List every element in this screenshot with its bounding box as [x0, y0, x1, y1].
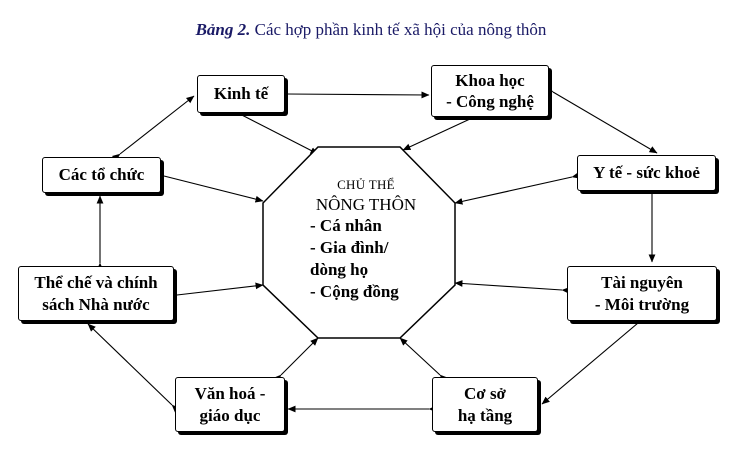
node-label-line: hạ tầng: [457, 405, 513, 425]
node-label-line: sách Nhà nước: [42, 294, 150, 314]
center-label: CHỦ THỂ NÔNG THÔN - Cá nhân - Gia đình/ …: [296, 177, 436, 302]
center-item: - Cộng đồng: [310, 281, 399, 301]
connector-cac-to-chuc-center: [155, 170, 264, 203]
connector-van-hoa-center: [273, 337, 319, 383]
connector-tai-nguyen-co-so: [541, 315, 646, 405]
connector-tai-nguyen-center: [454, 280, 570, 294]
connector-the-che-center: [169, 282, 264, 300]
connector-kinh-te-khoa-hoc: [279, 90, 430, 99]
node-y-te-suc-khoe: Y tế - sức khoẻ: [577, 155, 716, 191]
node-label-line: Y tế - sức khoẻ: [593, 163, 700, 183]
node-label: Khoa học - Công nghệ: [446, 70, 534, 113]
node-label-line: Thể chế và chính: [34, 273, 158, 293]
connector-cac-to-chuc-kinh-te: [111, 95, 195, 162]
node-tai-nguyen-moi-truong: Tài nguyên- Môi trường: [567, 266, 717, 321]
node-label-line: Kinh tế: [213, 84, 269, 104]
center-item: - Gia đình/: [310, 238, 389, 258]
connector-co-so-center: [399, 337, 448, 383]
center-octagon: [262, 146, 456, 339]
center-item: dòng họ: [310, 259, 369, 279]
connector-y-te-center: [454, 172, 581, 205]
node-label-line: Các tổ chức: [58, 165, 145, 185]
center-item: - Cá nhân: [310, 216, 382, 236]
node-label-line: Khoa học: [455, 70, 525, 90]
caption-label: Bảng 2.: [195, 20, 251, 39]
node-kinh-te: Kinh tế: [197, 75, 285, 113]
node-label-line: - Môi trường: [594, 294, 690, 314]
connector-khoa-hoc-center: [402, 112, 479, 151]
node-van-hoa-giao-duc: Văn hoá -giáo dục: [175, 377, 285, 432]
node-label-line: Cơ sở: [464, 384, 506, 404]
connector-van-hoa-the-che: [87, 323, 180, 413]
node-label-line: - Công nghệ: [446, 92, 534, 111]
node-khoa-hoc-cong-nghe: Khoa học - Công nghệ: [431, 65, 549, 117]
center-title-line2: NÔNG THÔN: [315, 194, 417, 214]
node-label: Văn hoá -giáo dục: [195, 383, 266, 426]
node-label: Y tế - sức khoẻ: [593, 162, 700, 183]
node-label-line: Văn hoá -: [194, 384, 266, 404]
connector-khoa-hoc-y-te: [544, 85, 658, 154]
node-label-line: giáo dục: [199, 405, 261, 425]
figure-caption: Bảng 2. Các hợp phần kinh tế xã hội của …: [0, 20, 742, 40]
connector-kinh-te-center: [227, 105, 319, 155]
node-label: Kinh tế: [214, 83, 268, 104]
node-label: Tài nguyên- Môi trường: [595, 272, 689, 315]
center-title-line1: CHỦ THỂ: [337, 177, 395, 192]
node-cac-to-chuc: Các tổ chức: [42, 157, 161, 193]
node-label-line: Tài nguyên: [601, 273, 683, 293]
caption-text: Các hợp phần kinh tế xã hội của nông thô…: [250, 20, 547, 39]
node-label: Các tổ chức: [59, 164, 145, 185]
